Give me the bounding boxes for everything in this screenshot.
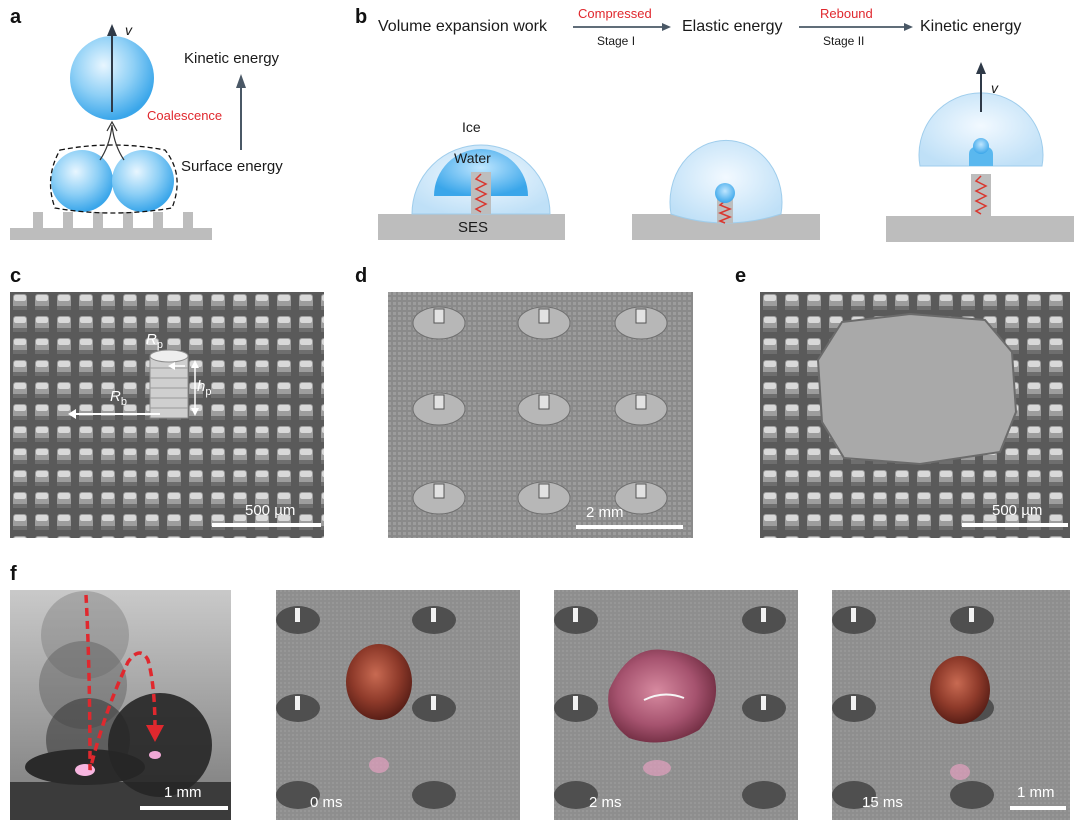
stage-start-label: Volume expansion work (378, 18, 547, 35)
scale-label-e: 500 µm (992, 502, 1043, 519)
panel-label-f: f (10, 563, 17, 585)
panel-b-schematic (378, 23, 1074, 242)
water-label: Water (454, 150, 491, 166)
droplet-15ms (930, 656, 990, 724)
droplet-left (51, 150, 113, 212)
stage-end-label: Kinetic energy (920, 18, 1022, 35)
panel-label-e: e (735, 265, 747, 287)
sem-image-flat-disk (760, 292, 1070, 538)
compressed-label: Compressed (578, 6, 652, 21)
rebound-label: Rebound (820, 6, 873, 21)
scale-bar-c (212, 523, 321, 527)
stage-2-label: Stage II (823, 34, 865, 48)
kinetic-energy-label-a: Kinetic energy (184, 50, 280, 67)
sem-flat-disk (816, 312, 1018, 466)
photo-frame-2ms (554, 590, 798, 820)
scale-label-d: 2 mm (586, 504, 624, 521)
coalescence-label: Coalescence (147, 108, 223, 123)
pillar-array (412, 306, 668, 515)
water-drop-compressed (715, 183, 735, 203)
droplet-2ms (608, 649, 717, 743)
rebound-substrate (886, 216, 1074, 242)
velocity-label-b: v (991, 80, 998, 96)
rb-label: Rb (110, 388, 127, 408)
stage-1-label: Stage I (597, 34, 636, 48)
scale-bar-f1 (140, 806, 228, 810)
panel-label-b: b (355, 6, 368, 28)
scale-bar-d (576, 525, 683, 529)
coalescence-outline (49, 144, 178, 214)
time-label-0ms: 0 ms (310, 794, 343, 811)
velocity-label-a: v (125, 22, 132, 38)
ice-shell-rebound (918, 92, 1044, 167)
panel-label-c: c (10, 265, 22, 287)
scale-bar-e (962, 523, 1068, 527)
droplet-right (112, 150, 174, 212)
ice-label: Ice (462, 119, 481, 135)
droplet-0ms (346, 644, 412, 720)
surface-energy-label: Surface energy (181, 158, 283, 175)
trajectory-path (84, 594, 157, 771)
stage-mid-label: Elastic energy (682, 18, 783, 35)
compressed-substrate (632, 214, 820, 240)
sem-image-array (388, 292, 693, 538)
hp-label: hp (197, 378, 212, 398)
time-label-15ms: 15 ms (862, 794, 903, 811)
substrate (10, 228, 212, 240)
photo-rebound-trajectory (10, 590, 231, 820)
scale-label-f2: 1 mm (1017, 784, 1055, 801)
panel-a-schematic (10, 24, 246, 240)
spring (474, 173, 488, 213)
photo-frame-0ms (276, 590, 520, 820)
scale-label-f1: 1 mm (164, 784, 202, 801)
panel-label-a: a (10, 6, 22, 28)
ice-shell-compressed (669, 139, 783, 224)
ses-substrate (378, 214, 565, 240)
rp-label: Rp (146, 331, 163, 351)
panel-label-d: d (355, 265, 368, 287)
time-label-2ms: 2 ms (589, 794, 622, 811)
sem-image-single-pillar (10, 292, 324, 538)
ses-label: SES (458, 219, 489, 236)
scale-label-c: 500 µm (245, 502, 296, 519)
photo-frame-15ms (832, 590, 1070, 820)
scale-bar-f2 (1010, 806, 1066, 810)
